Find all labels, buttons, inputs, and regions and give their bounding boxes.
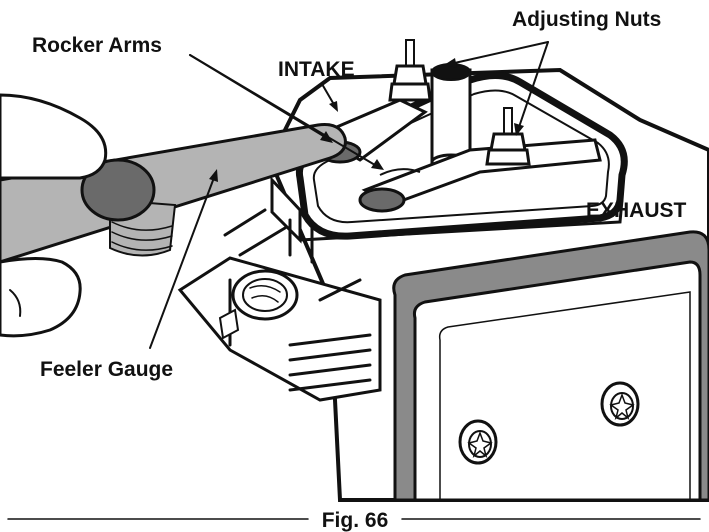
label-intake: INTAKE [278, 58, 355, 81]
caption-text: Fig. 66 [322, 509, 389, 532]
feeler-blade [0, 123, 347, 264]
label-adjusting-nuts: Adjusting Nuts [512, 8, 661, 31]
figure-caption: Fig. 66 [7, 509, 701, 532]
exhaust-rocker-arm [358, 138, 602, 213]
feeler-gauge [0, 123, 347, 264]
thumb [0, 93, 108, 180]
cover-screw-right [600, 381, 640, 427]
label-exhaust: EXHAUST [586, 199, 687, 222]
finger [0, 257, 82, 338]
valve-cover-inner-line [438, 291, 691, 501]
hand [0, 93, 108, 338]
callout-leaders [149, 41, 549, 349]
label-rocker-arms: Rocker Arms [32, 34, 162, 57]
intake-adjusting-nut [388, 39, 432, 102]
cover-screw-left [458, 419, 498, 465]
valve-cover-plate [413, 260, 702, 502]
feeler-pivot [80, 158, 156, 222]
label-feeler-gauge: Feeler Gauge [40, 358, 173, 381]
governor-bracket [177, 208, 382, 402]
exhaust-adjusting-nut [485, 107, 531, 166]
